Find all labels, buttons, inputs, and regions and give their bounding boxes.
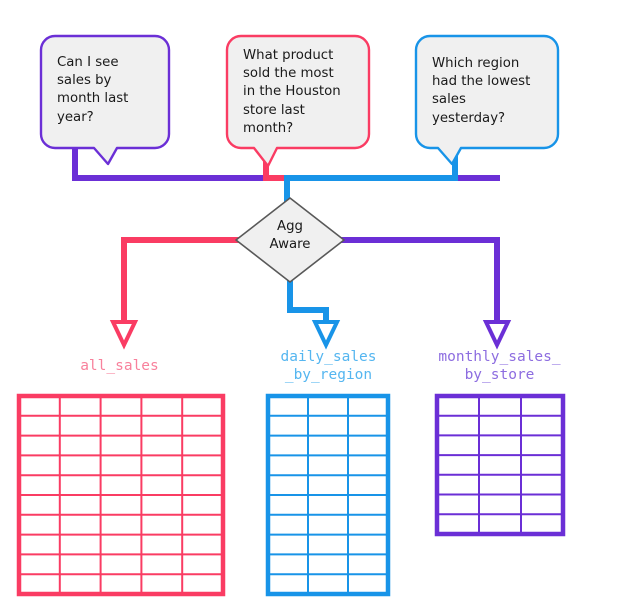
edge-blue [284, 147, 458, 350]
table-grid-daily-sales-by-region [265, 393, 391, 597]
table-grid-monthly-sales-by-store [434, 393, 566, 537]
arrowhead-blue [311, 320, 341, 350]
table-caption-daily-sales-by-region: daily_sales _by_region [280, 349, 377, 383]
decision-diamond-agg-aware[interactable] [235, 197, 345, 283]
table-grid-all-sales [16, 393, 226, 597]
decision-node-label: Agg Aware [269, 219, 311, 252]
speech-bubble-q-houston-product[interactable] [225, 34, 371, 168]
arrowhead-purple [482, 320, 512, 350]
arrowhead-pink [109, 320, 139, 350]
table-caption-monthly-sales-by-store: monthly_sales_ by_store [438, 349, 561, 383]
table-caption-all-sales: all_sales [80, 358, 159, 374]
speech-bubble-q-lowest-region[interactable] [414, 34, 560, 166]
speech-bubble-q-month-sales[interactable] [39, 34, 171, 166]
